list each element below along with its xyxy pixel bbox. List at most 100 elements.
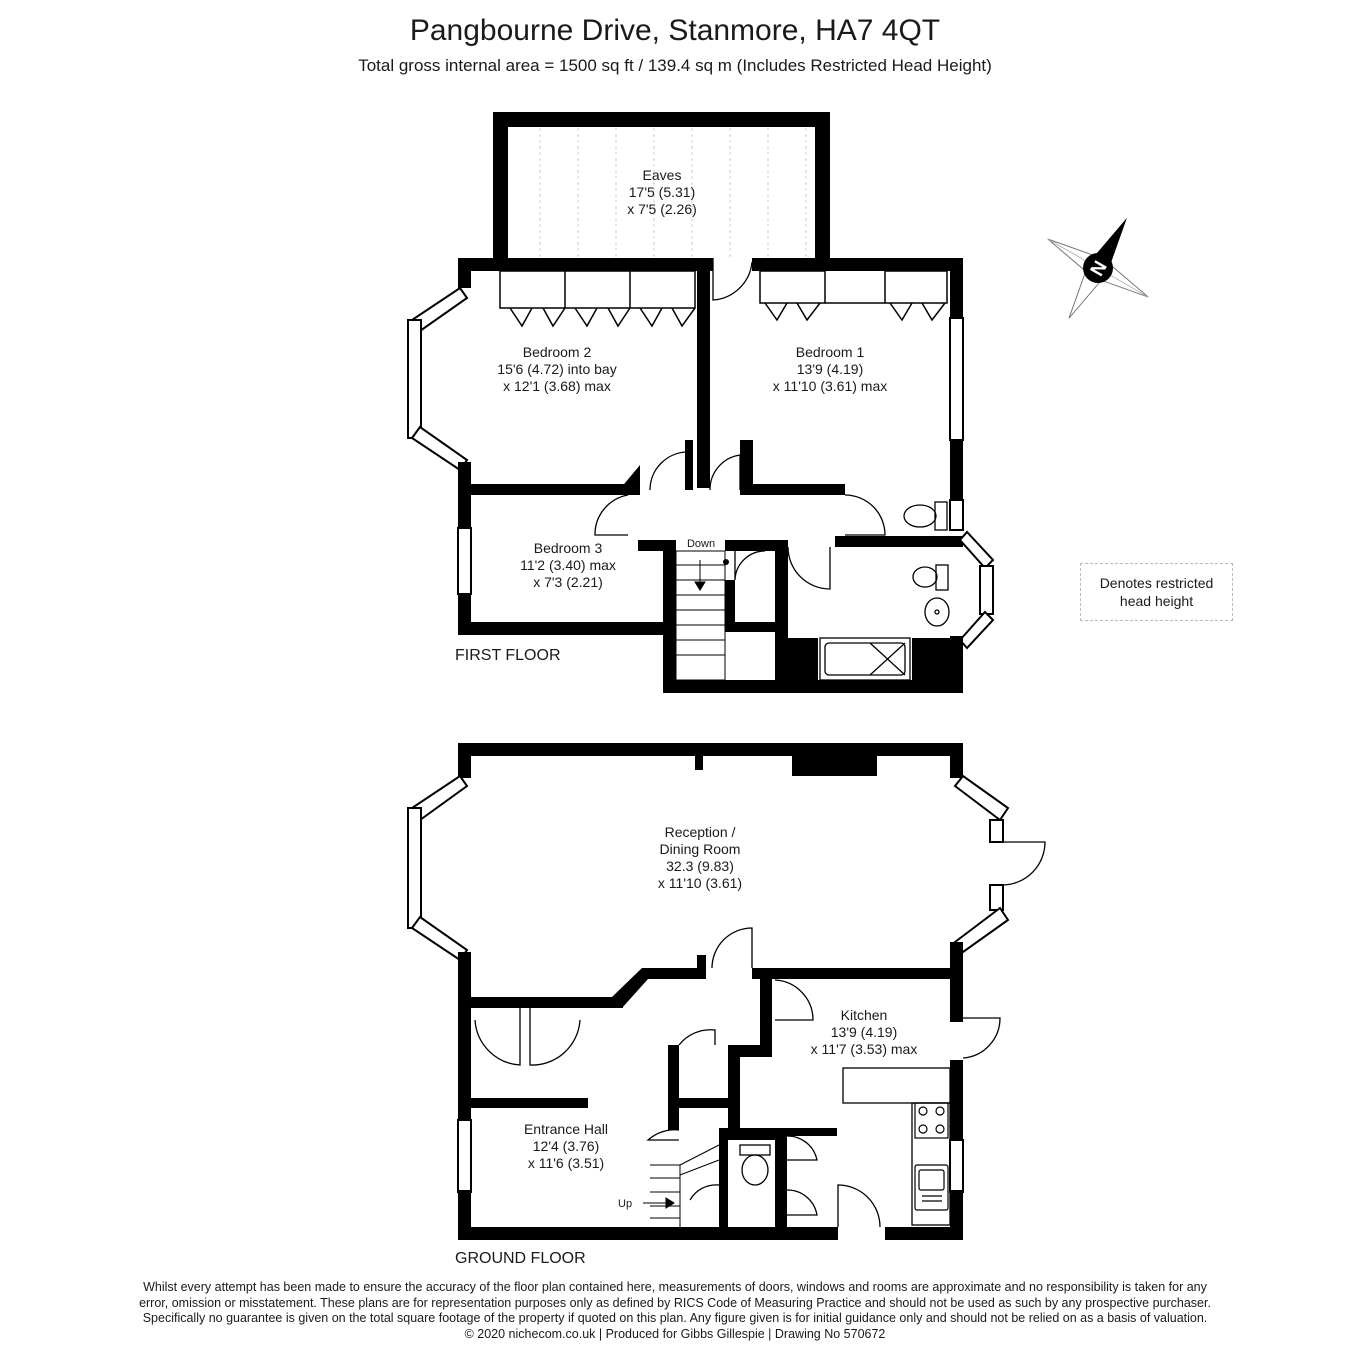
wall [760,979,772,1057]
wall [775,540,788,690]
eaves-label: Eaves [643,167,682,183]
eaves-dimensions: x 7'5 (2.26) [627,201,697,217]
window [407,319,422,439]
bedroom-2-dimensions: x 12'1 (3.68) max [503,378,611,394]
wall [885,1227,963,1240]
first-floor-label: FIRST FLOOR [455,647,561,664]
wardrobes [759,270,948,322]
wall [458,997,623,1008]
bay-window [953,774,1010,822]
wall [788,638,818,683]
disclaimer-line: error, omission or misstatement. These p… [139,1295,1211,1310]
wall [950,440,963,500]
wall [740,484,845,495]
copyright-line: © 2020 nichecom.co.uk | Produced for Gib… [464,1326,886,1341]
wall [668,1098,738,1108]
window [989,819,1004,843]
wall [458,1227,838,1240]
wall [458,258,713,271]
bidet [912,564,949,591]
window [979,565,994,615]
wall [458,484,628,495]
bedroom-1-dimensions: 13'9 (4.19) [797,361,864,377]
wall [719,1128,728,1228]
bay-window [958,530,995,570]
wall [728,1045,740,1130]
plan-subtitle: Total gross internal area = 1500 sq ft /… [358,56,992,75]
wall [695,756,703,770]
window [989,884,1004,911]
wall [775,1128,787,1228]
bedroom-2-label: Bedroom 2 [523,344,592,360]
wall [458,1098,588,1108]
sink [914,1164,949,1211]
wall [752,258,963,271]
eaves-hatching [539,128,807,258]
bay-window [410,425,469,472]
bath [819,637,911,681]
wall [728,1128,783,1140]
entrance-hall-dimensions: 12'4 (3.76) [533,1138,600,1154]
chimney-breast [792,756,877,776]
wall [458,743,963,756]
kitchen-dimensions: x 11'7 (3.53) max [811,1041,918,1057]
disclaimer-line: Whilst every attempt has been made to en… [143,1280,1207,1294]
window [949,317,964,441]
wall [697,258,710,488]
wall [950,258,963,318]
wall [612,968,706,1008]
bedroom-1-label: Bedroom 1 [796,344,865,360]
ground-floor-plan: Reception / Dining Room 32.3 (9.83) x 11… [407,743,1046,1267]
eaves-dimensions: 17'5 (5.31) [629,184,696,200]
bedroom-3-dimensions: 11'2 (3.40) max [520,557,616,573]
wall [950,743,963,778]
window [457,1119,472,1193]
wall [663,680,963,693]
wall [638,540,676,551]
wall [458,1008,471,1120]
wall [950,636,963,693]
stair-newel [723,559,729,565]
hob [914,1102,949,1139]
window [949,499,964,531]
disclaimer: Whilst every attempt has been made to en… [40,1280,1310,1342]
wall [740,440,753,490]
entrance-hall-dimensions: x 11'6 (3.51) [528,1155,604,1171]
window [407,807,422,929]
wall [815,112,830,260]
reception-label: Dining Room [660,841,741,857]
wall [458,258,471,288]
wall [493,112,508,260]
wall [787,1128,837,1136]
wall [752,968,963,979]
kitchen-label: Kitchen [841,1007,888,1023]
wall [950,968,963,1018]
bay-window [410,915,469,962]
restricted-head-height-legend: Denotes restricted head height [1080,563,1233,621]
bedroom-3-label: Bedroom 3 [534,540,603,556]
reception-dimensions: 32.3 (9.83) [666,858,734,874]
ground-floor-label: GROUND FLOOR [455,1250,586,1267]
reception-dimensions: x 11'10 (3.61) [658,875,742,891]
bedroom-3-dimensions: x 7'3 (2.21) [533,574,603,590]
wall [912,638,952,683]
wall [458,622,668,635]
basin [924,597,950,627]
bedroom-1-dimensions: x 11'10 (3.61) max [773,378,887,394]
wall [835,536,963,547]
wall [458,743,471,778]
plan-title: Pangbourne Drive, Stanmore, HA7 4QT [409,14,941,47]
kitchen-dimensions: 13'9 (4.19) [831,1024,898,1040]
staircase-up [643,1144,720,1227]
door-swings [594,258,886,590]
wall [697,955,706,979]
door-swings [474,841,1046,1228]
bay-window [958,610,995,650]
wall [493,112,830,127]
wall [615,465,640,495]
disclaimer-line: Specifically no guarantee is given on th… [142,1311,1208,1325]
toilet [739,1144,771,1186]
stairs-up-label: Up [618,1198,632,1210]
wall [950,1060,963,1140]
